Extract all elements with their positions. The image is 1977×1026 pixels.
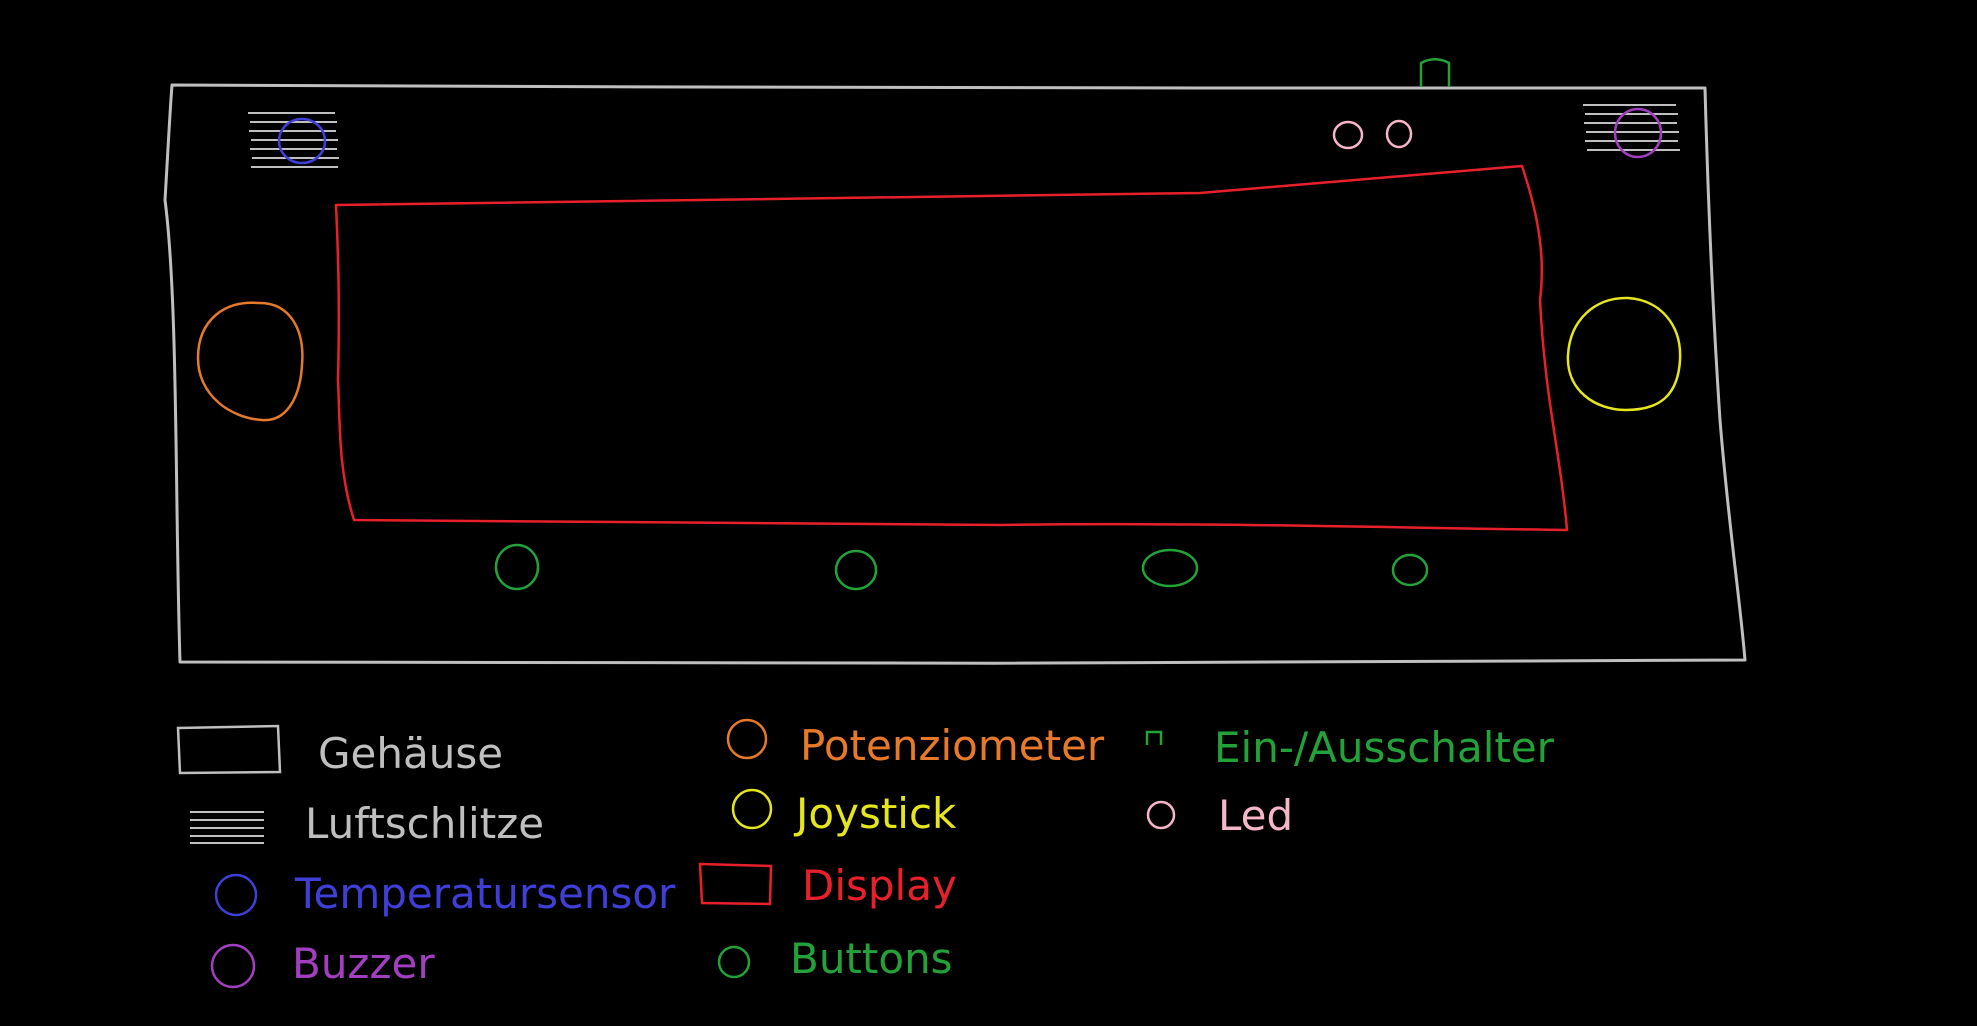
button-2 <box>834 549 878 591</box>
legend-swatch-temperatursensor <box>214 873 258 917</box>
temperature-sensor <box>277 117 327 165</box>
legend-label-buzzer: Buzzer <box>292 939 435 988</box>
legend-swatch-buttons <box>717 945 751 979</box>
legend-swatch-potenziometer <box>726 718 768 760</box>
potentiometer <box>196 301 304 422</box>
legend-swatch-luftschlitze <box>190 811 264 844</box>
air-vents-right <box>1583 104 1680 151</box>
button-1 <box>494 543 540 591</box>
legend-swatch-buzzer <box>210 943 256 989</box>
housing-outline <box>163 83 1747 665</box>
legend-label-led: Led <box>1218 791 1293 840</box>
legend-swatch-joystick <box>731 788 773 830</box>
buzzer <box>1613 107 1663 159</box>
legend-label-display: Display <box>802 861 957 910</box>
legend-label-temperatursensor: Temperatursensor <box>294 869 676 918</box>
joystick <box>1566 296 1682 412</box>
led-1 <box>1332 120 1364 150</box>
legend-swatch-schalter <box>1145 730 1163 745</box>
button-4 <box>1391 553 1429 587</box>
legend-swatch-led <box>1146 800 1176 830</box>
display <box>334 164 1569 532</box>
legend-label-gehaeuse: Gehäuse <box>318 729 503 778</box>
power-switch <box>1419 58 1451 87</box>
legend-label-luftschlitze: Luftschlitze <box>305 799 544 848</box>
legend-label-potenziometer: Potenziometer <box>800 721 1105 770</box>
legend-label-joystick: Joystick <box>793 789 957 838</box>
led-2 <box>1385 119 1413 149</box>
legend-label-buttons: Buttons <box>790 934 953 983</box>
legend-label-schalter: Ein-/Ausschalter <box>1214 723 1555 772</box>
button-3 <box>1141 548 1199 588</box>
legend-swatch-gehaeuse <box>176 724 282 775</box>
air-vents-left <box>248 112 339 168</box>
legend-swatch-display <box>698 862 773 906</box>
